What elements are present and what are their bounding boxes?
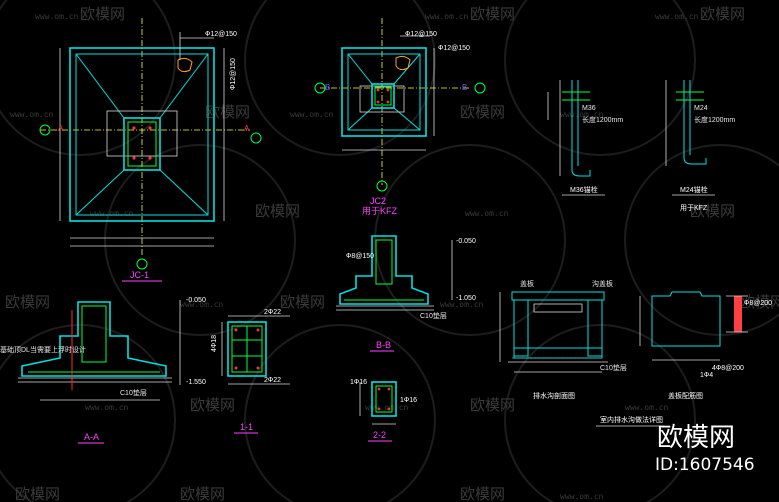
section-aa: -0.050 -1.550 基础顶DL当需要上浮时设计 C10垫层 A-A — [0, 297, 206, 444]
jc1-plan: A A Ф12@150 Ф12@150 JC-1 — [39, 18, 262, 282]
watermark-text: 欧模网 — [460, 485, 505, 502]
jc2-axis-left-label: B — [325, 83, 330, 92]
drain-subtitle: 室内排水沟做法详图 — [600, 415, 663, 424]
jc2-rebar-top-label: Ф12@150 — [405, 31, 437, 38]
anchor-m24-note2: 长度1200mm — [694, 115, 735, 124]
sec-bb-elev-top: -0.050 — [456, 238, 476, 245]
sec-22-rebar-right: 1Ф16 — [400, 397, 417, 404]
drain-top-left-label: 盖板 — [520, 279, 534, 288]
brand-badge: 欧模网 ID:1607546 — [655, 423, 755, 475]
sec-aa-elev-top: -0.050 — [186, 297, 206, 304]
anchor-m24-detail: M24 长度1200mm M24锚栓 用于KFZ — [665, 80, 735, 212]
watermark-url: www.om.cn — [90, 209, 134, 218]
brand-name: 欧模网 — [657, 423, 735, 453]
sec-11-side-rebar: 4Ф18 — [211, 335, 218, 352]
watermark-text: 欧模网 — [690, 202, 735, 220]
watermark-url: www.om.cn — [85, 403, 129, 412]
jc1-title: JC-1 — [130, 270, 149, 280]
anchor-m24-label: M24锚栓 — [680, 185, 708, 194]
watermark-url: www.om.cn — [560, 492, 604, 501]
watermark-text: 欧模网 — [15, 485, 60, 502]
watermark-url: www.om.cn — [440, 300, 484, 309]
watermark-url: www.om.cn — [290, 110, 334, 119]
sec-11-bottom-rebar: 2Ф22 — [264, 377, 281, 384]
drain-top-right-label: 沟盖板 — [592, 279, 613, 288]
watermark-text: 欧模网 — [80, 5, 125, 23]
jc2-plan: B B Ф12@150 Ф12@150 JC2 用于KFZ — [314, 18, 486, 216]
sec-11-title: 1-1 — [240, 422, 253, 432]
brand-id: ID:1607546 — [655, 455, 755, 475]
jc1-rebar-right-label: Ф12@150 — [230, 58, 237, 90]
watermark-url: www.om.cn — [625, 403, 669, 412]
watermark-text: 欧模网 — [460, 103, 505, 121]
anchor-m36-note2: 长度1200mm — [582, 115, 623, 124]
jc2-rebar-right-label: Ф12@150 — [438, 45, 470, 52]
jc1-rebar-top-label: Ф12@150 — [205, 31, 237, 38]
cover-dim3: Ф8@200 — [744, 300, 772, 307]
watermark-text: 欧模网 — [255, 202, 300, 220]
sec-bb-note-bottom: C10垫层 — [420, 311, 447, 320]
jc2-title: JC2 — [370, 196, 386, 206]
watermark-text: 欧模网 — [280, 293, 325, 311]
watermark-url: www.om.cn — [560, 110, 604, 119]
drain-section: 盖板 沟盖板 C10垫层 排水沟剖面图 室内排水沟做法详图 — [499, 279, 664, 427]
sec-bb-title: B-B — [376, 340, 391, 350]
sec-22-rebar-left: 1Ф16 — [350, 379, 367, 386]
jc2-axis-right-label: B — [462, 83, 467, 92]
drain-note: C10垫层 — [600, 363, 627, 372]
watermark-text: 欧模网 — [700, 5, 745, 23]
watermark-text: 欧模网 — [190, 396, 235, 414]
sec-bb-elev-bottom: -1.050 — [456, 295, 476, 302]
sec-11-top-rebar: 2Ф22 — [264, 309, 281, 316]
jc1-axis-left-label: A — [58, 124, 64, 133]
drain-title: 排水沟剖面图 — [533, 391, 575, 400]
anchor-m24-title: 用于KFZ — [680, 204, 708, 212]
anchor-m36-detail: M36 长度1200mm M36锚栓 — [547, 80, 623, 196]
sec-aa-elev-bottom: -1.550 — [186, 379, 206, 386]
anchor-m36-label: M36锚栓 — [570, 185, 598, 194]
watermark-url: www.om.cn — [655, 12, 699, 21]
watermark-text: 欧模网 — [740, 293, 779, 311]
section-bb: -0.050 -1.050 Ф8@150 C10垫层 B-B — [336, 235, 476, 352]
section-11: 2Ф22 2Ф22 4Ф18 1-1 — [211, 309, 290, 434]
watermark-url: www.om.cn — [365, 403, 409, 412]
sec-aa-note-left: 基础顶DL当需要上浮时设计 — [0, 345, 86, 354]
watermark-url: www.om.cn — [425, 12, 469, 21]
watermark-text: 欧模网 — [470, 5, 515, 23]
watermark-text: 欧模网 — [470, 396, 515, 414]
watermark-url: www.om.cn — [465, 209, 509, 218]
anchor-m24-note1: M24 — [694, 105, 708, 112]
watermark-text: 欧模网 — [5, 293, 50, 311]
section-22: 1Ф16 1Ф16 2-2 — [350, 379, 417, 442]
sec-aa-note-bottom: C10垫层 — [120, 388, 147, 397]
cover-dim1: 1Ф4 — [700, 372, 713, 379]
watermark-text: 欧模网 — [180, 485, 225, 502]
cover-plate-detail: 1Ф4 4Ф8@200 Ф8@200 盖板配筋图 — [639, 291, 772, 400]
watermark-url: www.om.cn — [35, 12, 79, 21]
cover-dim2: 4Ф8@200 — [712, 365, 744, 372]
sec-aa-title: A-A — [84, 432, 99, 442]
cover-title: 盖板配筋图 — [668, 391, 703, 400]
watermark-url: www.om.cn — [180, 300, 224, 309]
anchor-m36-note1: M36 — [582, 105, 596, 112]
jc2-subtitle: 用于KFZ — [362, 206, 398, 216]
sec-bb-rebar: Ф8@150 — [346, 253, 374, 260]
sec-22-title: 2-2 — [373, 430, 386, 440]
watermark-url: www.om.cn — [10, 110, 54, 119]
watermark-text: 欧模网 — [205, 103, 250, 121]
jc1-axis-right-label: A — [244, 124, 250, 133]
